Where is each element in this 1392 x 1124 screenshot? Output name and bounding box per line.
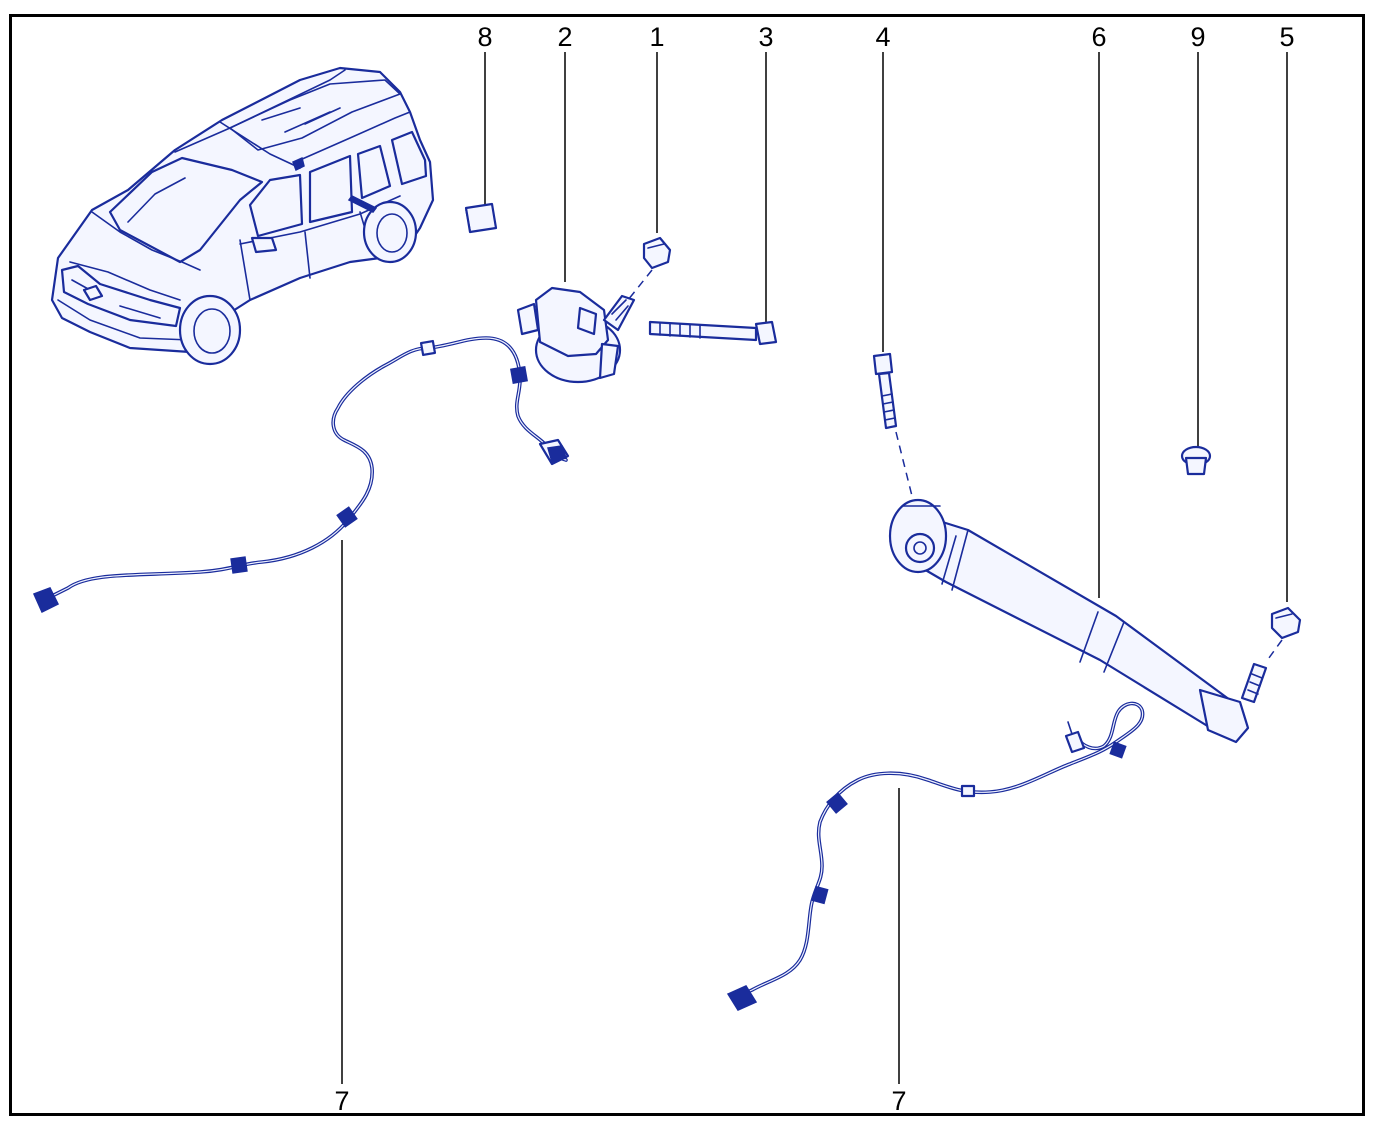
part-2-actuator <box>516 286 636 384</box>
callout-6: 6 <box>1091 22 1106 52</box>
callout-labels: 8 2 1 3 4 6 9 5 7 7 <box>334 22 1294 1116</box>
callout-3: 3 <box>758 22 773 52</box>
part-3-bolt <box>648 320 778 346</box>
callout-8: 8 <box>477 22 492 52</box>
part-1-nut <box>627 236 672 301</box>
callout-9: 9 <box>1190 22 1205 52</box>
part-7-left-harness <box>32 336 570 614</box>
part-7-right-harness <box>726 701 1145 1011</box>
leader-lines <box>341 52 1288 1084</box>
part-5-nut <box>1240 606 1302 704</box>
part-6-shock-absorber <box>888 498 1250 744</box>
callout-7-right: 7 <box>891 1086 906 1116</box>
part-8-bushing <box>464 202 498 234</box>
callout-7-left: 7 <box>334 1086 349 1116</box>
callout-4: 4 <box>875 22 890 52</box>
callout-1: 1 <box>649 22 664 52</box>
vehicle-illustration <box>50 66 435 366</box>
part-9-bushing <box>1180 445 1212 476</box>
callout-5: 5 <box>1279 22 1294 52</box>
callout-2: 2 <box>557 22 572 52</box>
part-4-bolt <box>872 352 913 497</box>
